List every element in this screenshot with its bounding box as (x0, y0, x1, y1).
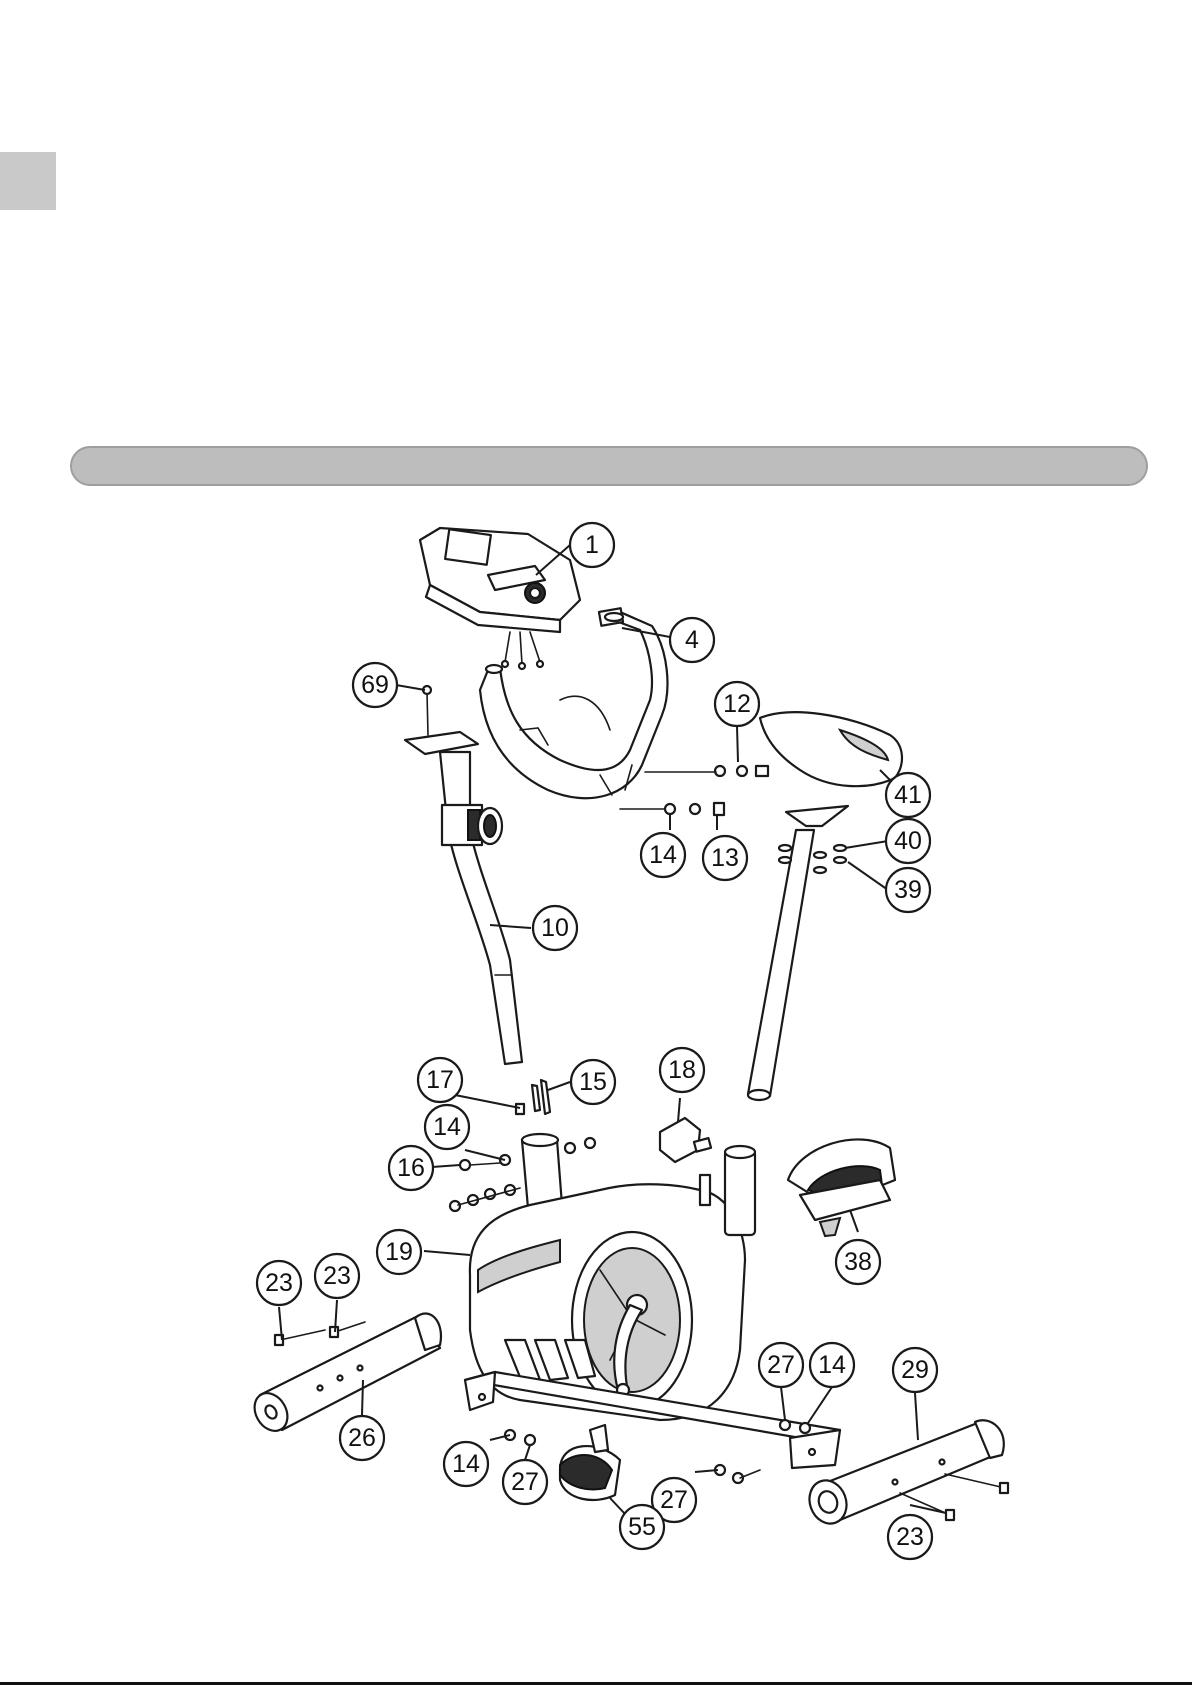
callout-label: 38 (844, 1248, 872, 1276)
callout-label: 14 (649, 841, 677, 869)
callout-label: 10 (541, 914, 569, 942)
callout-23: 23 (315, 1254, 359, 1298)
callout-41: 41 (886, 773, 930, 817)
callout-label: 14 (452, 1450, 480, 1478)
callout-14: 14 (810, 1343, 854, 1387)
callout-69: 69 (353, 663, 397, 707)
callout-55: 55 (620, 1505, 664, 1549)
callout-label: 26 (348, 1424, 376, 1452)
callout-label: 69 (361, 671, 389, 699)
callout-label: 29 (901, 1356, 929, 1384)
console-part (420, 528, 580, 669)
callout-14: 14 (425, 1105, 469, 1149)
callout-38: 38 (836, 1240, 880, 1284)
callout-label: 18 (668, 1056, 696, 1084)
callout-label: 14 (818, 1351, 846, 1379)
callout-1: 1 (570, 523, 614, 567)
callout-label: 41 (894, 781, 922, 809)
callout-label: 1 (585, 531, 599, 559)
callout-label: 19 (385, 1238, 413, 1266)
callout-10: 10 (533, 906, 577, 950)
handlebar-bolts (620, 766, 768, 815)
callout-29: 29 (893, 1348, 937, 1392)
rear-stabilizer-part (248, 1313, 441, 1436)
callout-26: 26 (340, 1416, 384, 1460)
callout-label: 40 (894, 827, 922, 855)
callout-label: 17 (426, 1066, 454, 1094)
callout-16: 16 (389, 1146, 433, 1190)
handlebar-part (480, 608, 667, 798)
callout-label: 16 (397, 1154, 425, 1182)
callout-18: 18 (660, 1048, 704, 1092)
pedal-left-part (560, 1425, 620, 1500)
callout-23: 23 (257, 1261, 301, 1305)
callout-label: 23 (896, 1523, 924, 1551)
seat-post-part (748, 806, 848, 1100)
callout-27: 27 (503, 1460, 547, 1504)
callout-12: 12 (715, 682, 759, 726)
callout-label: 27 (511, 1468, 539, 1496)
callout-label: 27 (767, 1351, 795, 1379)
tension-knob-part (660, 1118, 711, 1162)
callout-27: 27 (759, 1343, 803, 1387)
callout-label: 27 (660, 1486, 688, 1514)
post-joint-bolts (450, 1080, 595, 1211)
seat-part (760, 712, 902, 786)
callout-label: 55 (628, 1513, 656, 1541)
pedal-right-part (788, 1139, 895, 1236)
callout-17: 17 (418, 1058, 462, 1102)
callout-39: 39 (886, 868, 930, 912)
callout-label: 12 (723, 690, 751, 718)
callout-15: 15 (571, 1060, 615, 1104)
callout-label: 14 (433, 1113, 461, 1141)
callout-40: 40 (886, 819, 930, 863)
callout-19: 19 (377, 1230, 421, 1274)
callout-label: 13 (711, 844, 739, 872)
callout-13: 13 (703, 836, 747, 880)
callout-4: 4 (670, 618, 714, 662)
callout-label: 15 (579, 1068, 607, 1096)
callout-label: 23 (323, 1262, 351, 1290)
callout-label: 23 (265, 1269, 293, 1297)
callout-label: 4 (685, 626, 699, 654)
callout-14: 14 (444, 1442, 488, 1486)
callout-label: 39 (894, 876, 922, 904)
callout-14: 14 (641, 833, 685, 877)
callout-23: 23 (888, 1515, 932, 1559)
